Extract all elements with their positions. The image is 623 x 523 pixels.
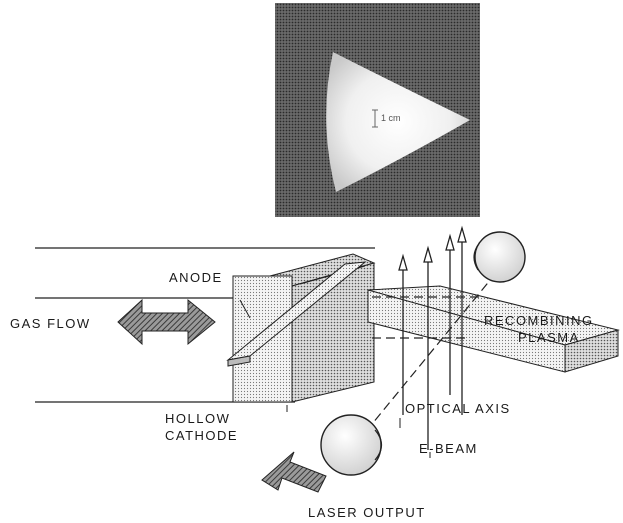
plasma-photograph xyxy=(275,3,480,217)
hollow-cathode-block xyxy=(232,253,376,403)
e-beam-arrows xyxy=(398,225,467,450)
anode-plate xyxy=(226,261,367,367)
output-mirror xyxy=(320,414,383,476)
anode-label: ANODE xyxy=(169,270,223,285)
laser-output-arrow xyxy=(261,451,327,493)
recombining-plasma-label-line1: RECOMBINING xyxy=(484,313,594,328)
optical-axis-label: OPTICAL AXIS xyxy=(405,401,511,416)
scale-bar-label: 1 cm xyxy=(381,113,401,123)
rear-mirror xyxy=(473,231,526,283)
gas-flow-label: GAS FLOW xyxy=(10,316,91,331)
recombining-plasma-label-line2: PLASMA xyxy=(518,330,580,345)
hollow-cathode-label-line1: HOLLOW xyxy=(165,411,231,426)
laser-output-label: LASER OUTPUT xyxy=(308,505,426,520)
hollow-cathode-label-line2: CATHODE xyxy=(165,428,239,443)
gas-flow-arrow xyxy=(117,298,216,346)
recombining-plasma-slab xyxy=(367,285,620,373)
e-beam-label: E-BEAM xyxy=(419,441,478,456)
leader-lines xyxy=(286,405,431,458)
